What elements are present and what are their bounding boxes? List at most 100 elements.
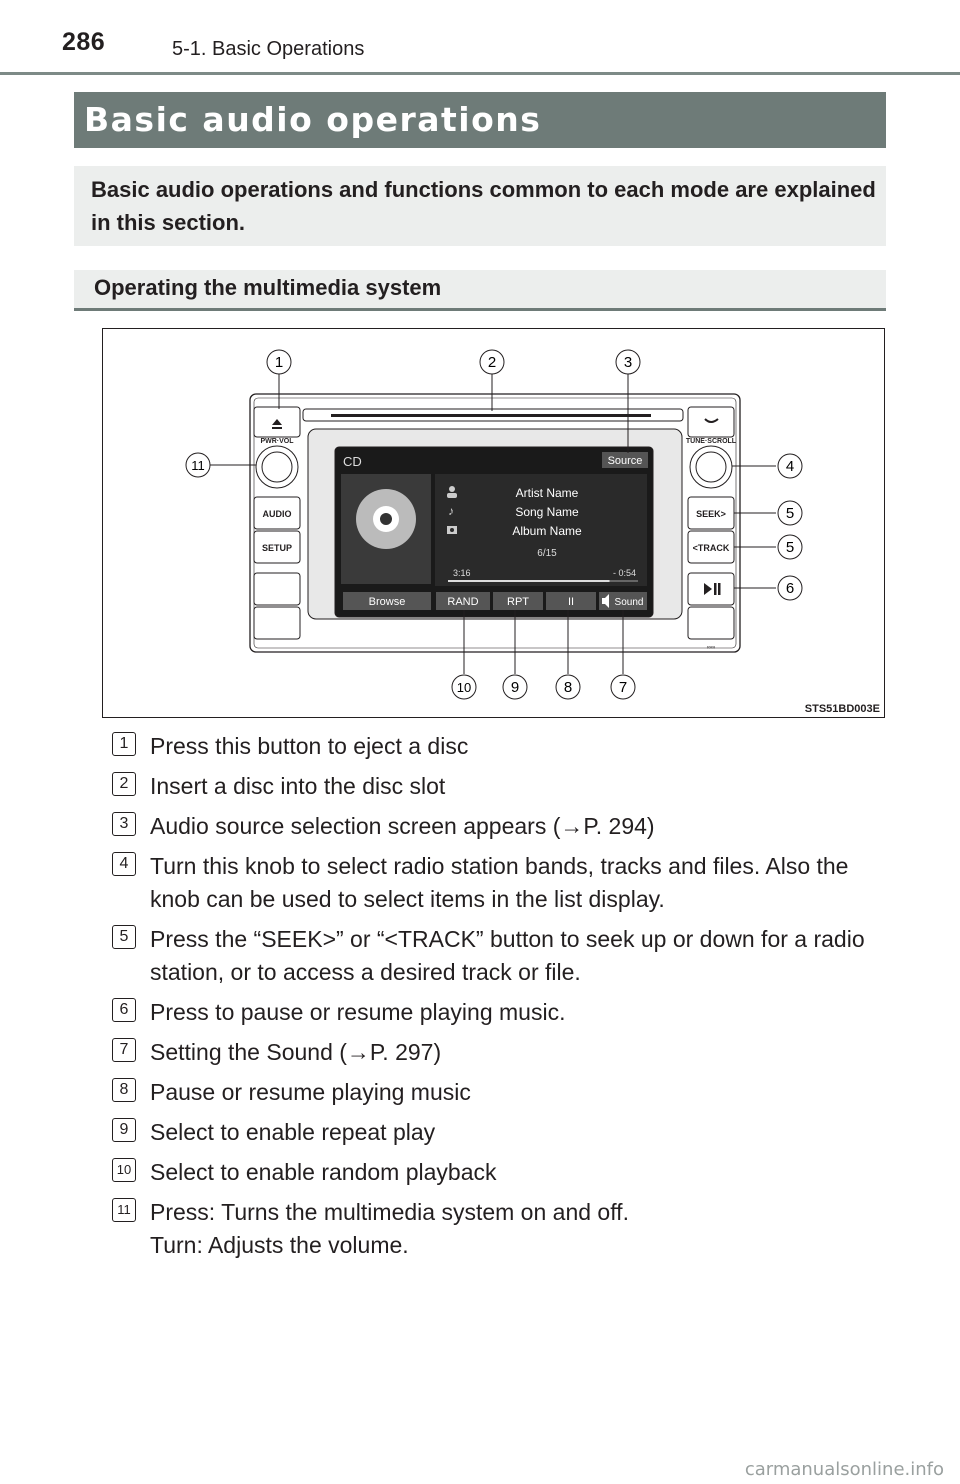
item-text: Press this button to eject a disc	[150, 733, 469, 759]
play-pause-icon	[704, 583, 721, 595]
callout-1-label: 1	[275, 354, 283, 371]
item-number: 1	[112, 732, 136, 756]
album-name: Album Name	[512, 524, 582, 538]
song-name: Song Name	[515, 505, 579, 519]
section-title: Operating the multimedia system	[94, 275, 442, 300]
seek-label: SEEK>	[696, 509, 726, 519]
list-item: 11 Press: Turns the multimedia system on…	[112, 1196, 892, 1269]
list-item: 1 Press this button to eject a disc	[112, 730, 892, 770]
item-number: 4	[112, 852, 136, 876]
page-title: Basic audio operations	[84, 100, 542, 139]
intro-text: Basic audio operations and functions com…	[91, 177, 876, 235]
item-text: Press to pause or resume playing music.	[150, 999, 566, 1025]
phone-icon	[704, 418, 719, 423]
eject-icon	[272, 419, 282, 429]
callout-11-label: 11	[191, 458, 205, 473]
callout-10-label: 10	[457, 680, 471, 695]
footer-watermark: carmanualsonline.info	[744, 1459, 944, 1480]
item-number: 8	[112, 1078, 136, 1102]
header-rule	[0, 72, 960, 75]
leader-lines	[209, 374, 776, 674]
remaining-time: - 0:54	[613, 568, 636, 578]
page-number: 286	[62, 28, 106, 56]
list-item: 8 Pause or resume playing music	[112, 1076, 892, 1116]
multimedia-system-figure: PWR·VOL AUDIO SETUP TUNE·SCROLL SEEK> <T…	[102, 328, 885, 718]
sound-label: Sound	[615, 597, 644, 608]
callout-7	[610, 674, 636, 700]
callout-5a	[777, 500, 803, 526]
progress-fill	[448, 580, 610, 582]
page-header: 286 5-1. Basic Operations	[0, 0, 960, 76]
item-number: 9	[112, 1118, 136, 1142]
callout-3	[615, 349, 641, 375]
callout-5b-label: 5	[786, 539, 794, 556]
callout-6-label: 6	[786, 580, 794, 597]
callout-4	[777, 453, 803, 479]
album-icon	[447, 526, 457, 534]
callout-9-label: 9	[511, 679, 519, 696]
speaker-icon	[602, 594, 609, 608]
item-text: Pause or resume playing music	[150, 1079, 471, 1105]
list-item: 2 Insert a disc into the disc slot	[112, 770, 892, 810]
item-list: 1 Press this button to eject a disc 2 In…	[112, 730, 892, 1269]
pause-label: II	[568, 596, 574, 608]
callout-2-label: 2	[488, 354, 496, 371]
item-text: Select to enable random playback	[150, 1159, 497, 1185]
callout-3-label: 3	[624, 354, 632, 371]
artist-name: Artist Name	[516, 486, 579, 500]
callout-11	[185, 452, 211, 478]
track-label: <TRACK	[693, 543, 730, 553]
pause-button	[546, 592, 596, 610]
elapsed-time: 3:16	[453, 568, 471, 578]
list-item: 7 Setting the Sound (→P. 297)	[112, 1036, 892, 1076]
tune-scroll-label: TUNE·SCROLL	[686, 438, 737, 445]
sound-button	[599, 592, 647, 610]
person-icon	[447, 486, 457, 498]
list-item: 6 Press to pause or resume playing music…	[112, 996, 892, 1036]
item-text: Turn this knob to select radio station b…	[150, 853, 849, 912]
disc-icon	[356, 489, 416, 549]
track-count: 6/15	[537, 548, 557, 559]
item-text: Setting the Sound (→P. 297)	[150, 1039, 442, 1065]
item-number: 11	[112, 1198, 136, 1222]
item-number: 7	[112, 1038, 136, 1062]
section-bar: Operating the multimedia system	[74, 270, 886, 311]
list-item: 9 Select to enable repeat play	[112, 1116, 892, 1156]
rand-label: RAND	[447, 596, 478, 608]
title-bar: Basic audio operations	[74, 92, 886, 148]
pwr-vol-label: PWR·VOL	[260, 438, 294, 445]
callout-8-label: 8	[564, 679, 572, 696]
item-text: Select to enable repeat play	[150, 1119, 436, 1145]
callout-10	[451, 674, 477, 700]
source-button	[602, 452, 648, 468]
callout-6	[777, 575, 803, 601]
callout-7-label: 7	[619, 679, 627, 696]
rand-button	[436, 592, 490, 610]
item-text: Press the “SEEK>” or “<TRACK” button to …	[150, 926, 865, 985]
svg-text:∞∞: ∞∞	[707, 645, 716, 651]
source-label: Source	[608, 455, 643, 467]
head-unit-illustration: PWR·VOL AUDIO SETUP TUNE·SCROLL SEEK> <T…	[185, 349, 803, 700]
item-number: 10	[112, 1158, 136, 1182]
list-item: 4 Turn this knob to select radio station…	[112, 850, 892, 923]
item-number: 3	[112, 812, 136, 836]
screen-mode: CD	[343, 454, 362, 469]
browse-button	[343, 592, 431, 610]
item-text: Audio source selection screen appears (→…	[150, 813, 655, 839]
setup-label: SETUP	[262, 543, 292, 553]
item-text: Press: Turns the multimedia system on an…	[150, 1199, 629, 1258]
callouts: 1 2 3 4 5 5 6 7 8 9 10 11	[185, 349, 803, 700]
rpt-label: RPT	[507, 596, 529, 608]
callout-9	[502, 674, 528, 700]
list-item: 10 Select to enable random playback	[112, 1156, 892, 1196]
chapter-title: 5-1. Basic Operations	[172, 38, 365, 60]
item-number: 6	[112, 998, 136, 1022]
rpt-button	[493, 592, 543, 610]
audio-label: AUDIO	[263, 509, 292, 519]
intro-box: Basic audio operations and functions com…	[74, 166, 886, 246]
item-number: 5	[112, 925, 136, 949]
item-number: 2	[112, 772, 136, 796]
callout-1	[266, 349, 292, 375]
list-item: 3 Audio source selection screen appears …	[112, 810, 892, 850]
list-item: 5 Press the “SEEK>” or “<TRACK” button t…	[112, 923, 892, 996]
